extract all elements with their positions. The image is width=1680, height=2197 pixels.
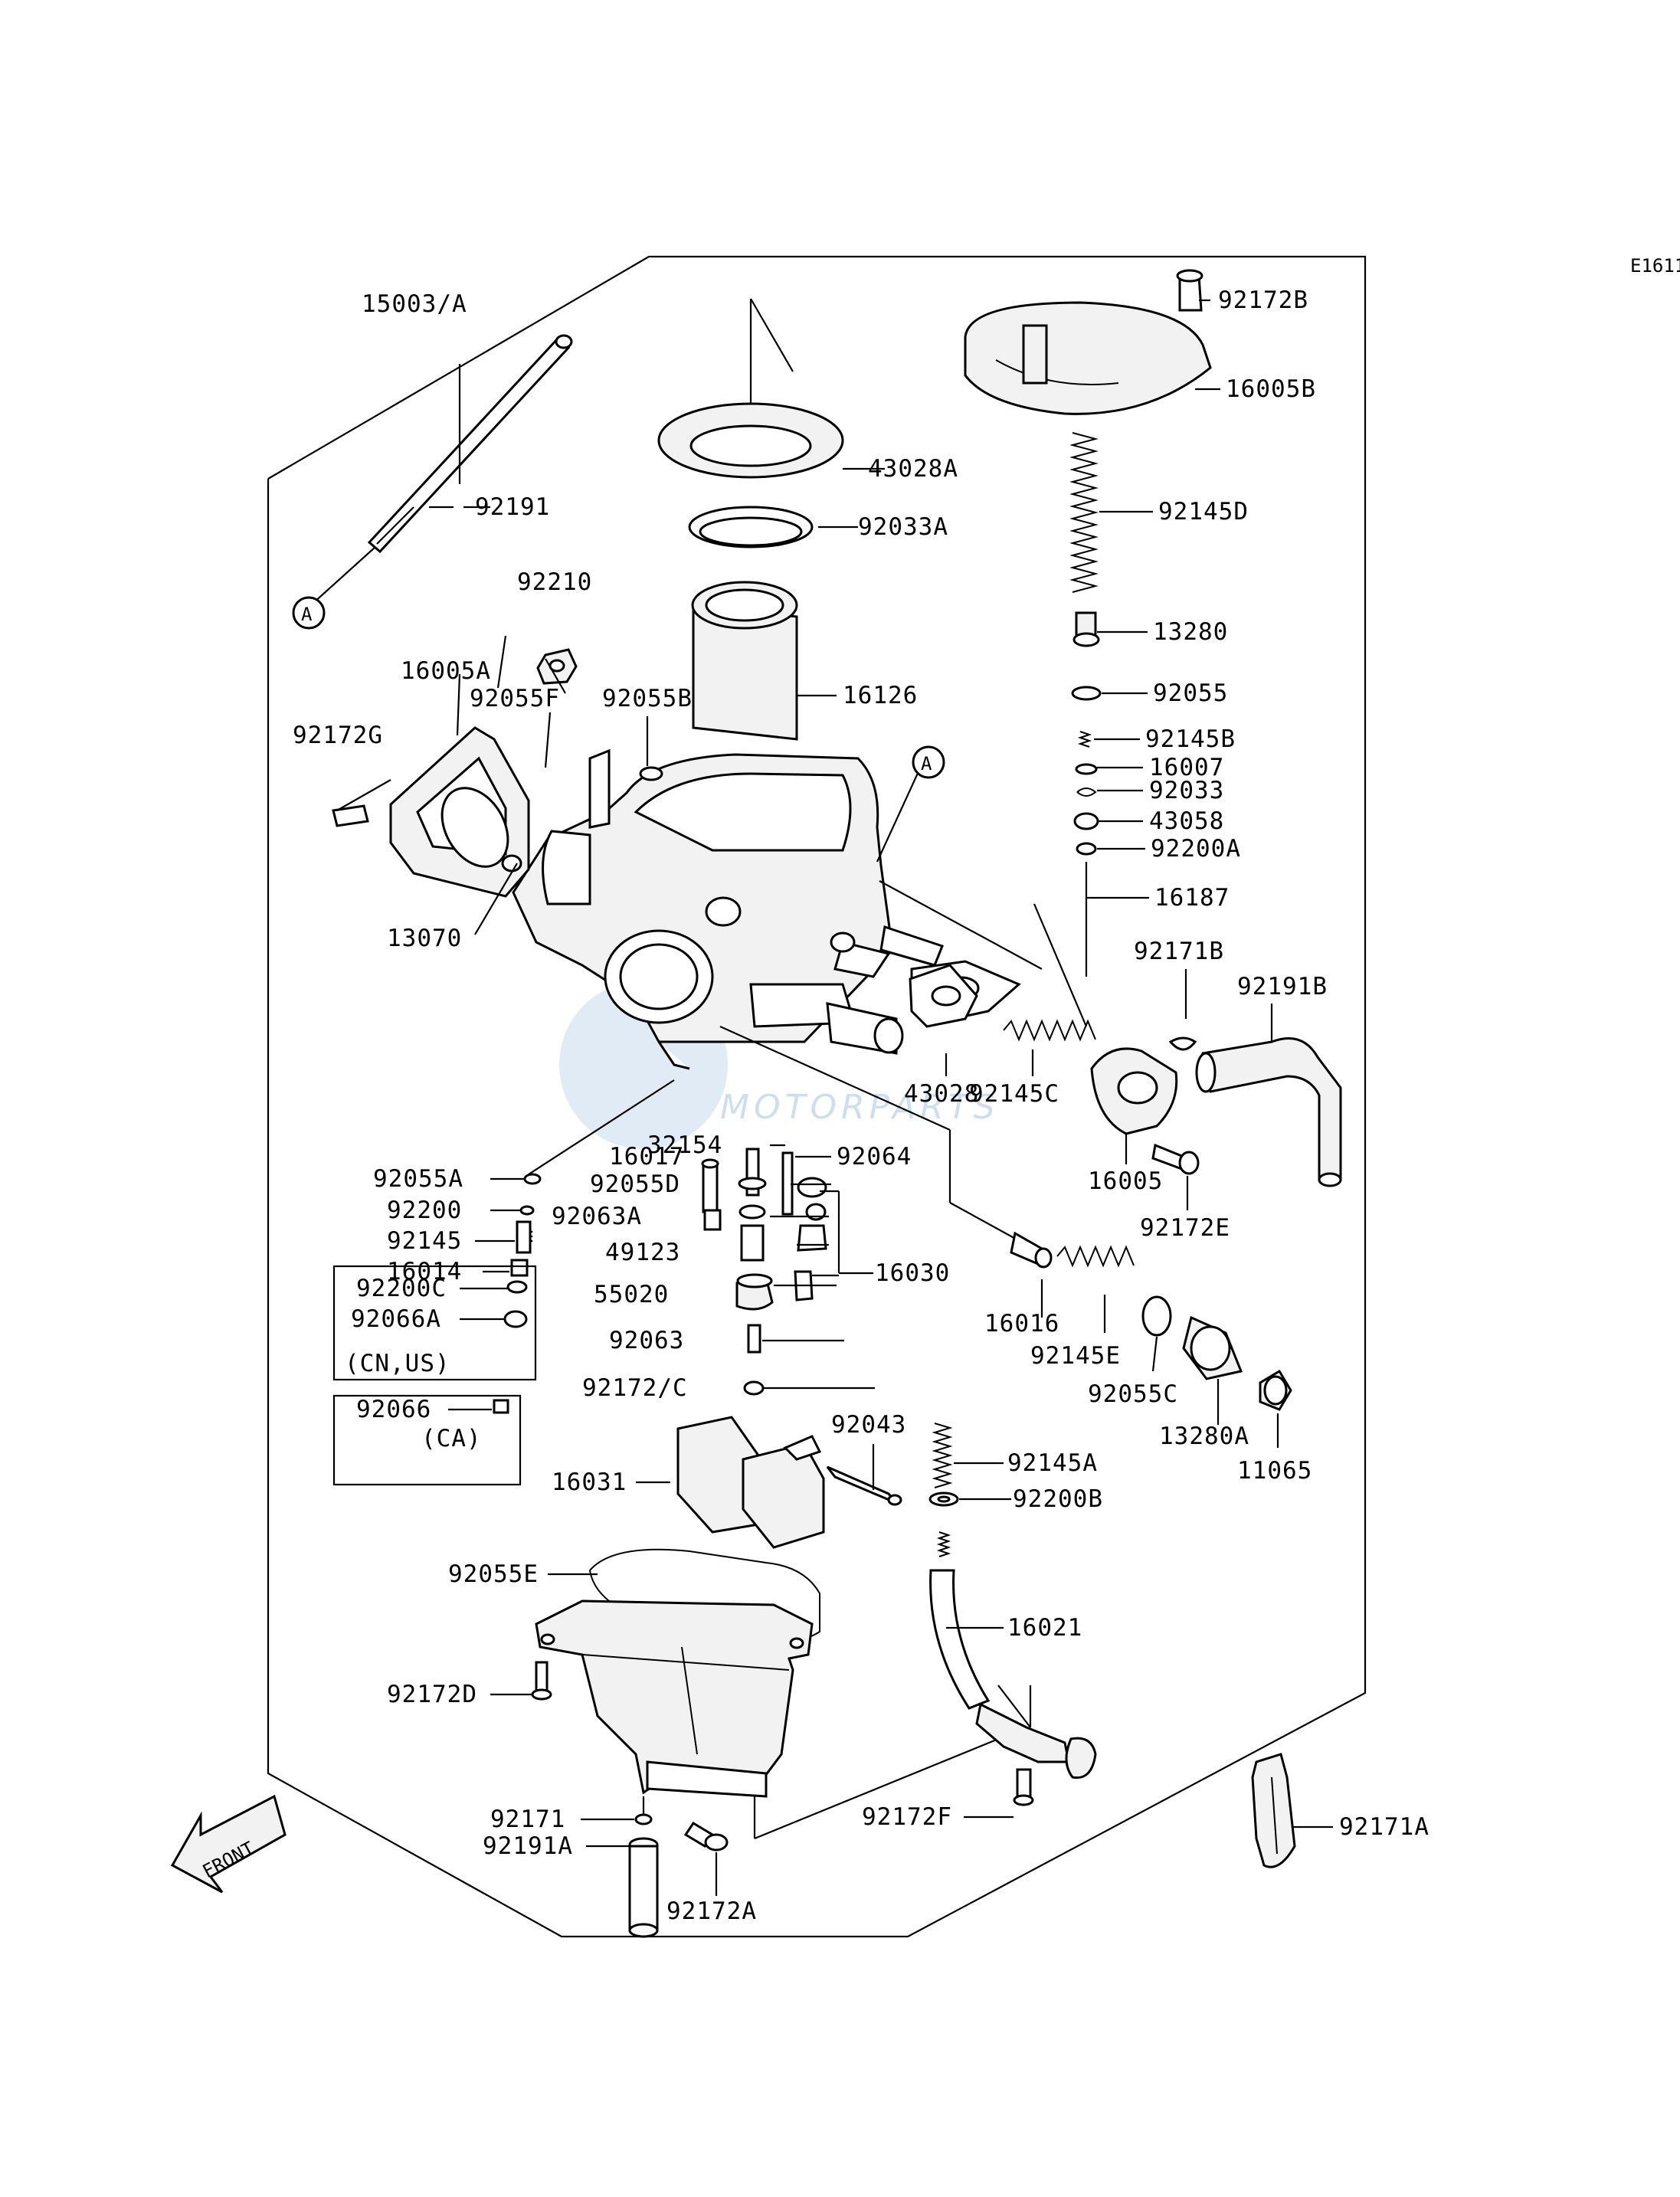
label-92171b: 92171B [1134, 938, 1224, 965]
label-43058: 43058 [1149, 807, 1224, 835]
pilot-screw-assembly [1010, 1231, 1292, 1411]
label-92064: 92064 [837, 1143, 912, 1171]
drain-parts [628, 1726, 1027, 1938]
label-16014: 16014 [387, 1258, 462, 1285]
screw-92172d [531, 1661, 552, 1701]
label-92063: 92063 [609, 1327, 684, 1354]
ref-marker-a-left [292, 596, 326, 630]
left-small-parts [510, 1079, 675, 1277]
carburetor-body [512, 748, 1021, 1070]
ref-marker-a-carb [912, 745, 945, 779]
spring-92145d [1069, 432, 1099, 593]
label-92043: 92043 [831, 1411, 906, 1439]
diagram-code: E1611 [1630, 255, 1680, 277]
label-92172b: 92172B [1218, 286, 1308, 314]
label-32154: 32154 [647, 1131, 722, 1159]
label-92033a: 92033A [858, 513, 948, 541]
label-43028: 43028 [904, 1080, 979, 1108]
ref-marker-a-left-text: A [301, 604, 313, 625]
label-16031: 16031 [552, 1468, 627, 1496]
label-49123: 49123 [605, 1239, 680, 1266]
label-92033: 92033 [1149, 777, 1224, 804]
note-box-cn-us: (CN,US) [332, 1265, 537, 1381]
rod-92191: A [292, 334, 573, 630]
label-92055: 92055 [1153, 679, 1228, 707]
label-13070: 13070 [387, 925, 462, 952]
leader-lines [336, 299, 1333, 1896]
float-assembly [676, 1416, 902, 1549]
label-92200a: 92200A [1151, 835, 1241, 863]
label-16030: 16030 [875, 1259, 950, 1287]
label-92145e: 92145E [1030, 1342, 1121, 1370]
label-16007: 16007 [1149, 754, 1224, 781]
label-92200c: 92200C [356, 1275, 447, 1302]
label-92055a: 92055A [373, 1165, 463, 1193]
label-92191b: 92191B [1237, 973, 1328, 1000]
label-16126: 16126 [843, 682, 918, 709]
label-92055f: 92055F [470, 685, 560, 712]
label-16017: 16017 [609, 1143, 684, 1171]
part-labels: 15003/A 92191 92210 16005A 92055F 92055B… [293, 286, 1429, 1925]
label-92191a: 92191A [483, 1832, 573, 1860]
front-arrow: FRONT [170, 1794, 287, 1894]
label-92063a: 92063A [552, 1203, 642, 1230]
label-13280: 13280 [1153, 618, 1228, 646]
note-cn-us: (CN,US) [345, 1350, 450, 1377]
diaphragm-stack [657, 298, 844, 741]
float-bowl [535, 1548, 820, 1798]
label-92191: 92191 [475, 493, 550, 521]
label-16187: 16187 [1154, 884, 1230, 912]
watermark-text: MOTORPARTS [720, 1088, 1000, 1127]
label-92055e: 92055E [448, 1560, 539, 1588]
label-92145: 92145 [387, 1227, 462, 1255]
label-92172e: 92172E [1140, 1214, 1230, 1242]
label-92172c: 92172/C [582, 1374, 688, 1402]
label-92210: 92210 [517, 568, 592, 596]
clip-92171a [1251, 1753, 1296, 1868]
label-92172d: 92172D [387, 1681, 477, 1708]
nut-92210 [536, 648, 578, 685]
label-15003a: 15003/A [362, 290, 467, 318]
label-92172a: 92172A [666, 1897, 757, 1925]
frame-outline [267, 255, 1367, 1938]
label-92171: 92171 [490, 1806, 565, 1833]
label-92171a: 92171A [1339, 1813, 1429, 1841]
label-92145b: 92145B [1145, 725, 1236, 753]
right-cover-assembly [1003, 1019, 1342, 1187]
label-92145d: 92145D [1158, 498, 1249, 526]
ref-marker-a-carb-text: A [921, 753, 932, 774]
label-11065: 11065 [1237, 1457, 1312, 1485]
label-43028a: 43028A [868, 455, 958, 483]
label-92200b: 92200B [1013, 1485, 1103, 1513]
label-92172f: 92172F [862, 1803, 952, 1831]
note-ca: (CA) [421, 1425, 482, 1452]
label-92172g: 92172G [293, 722, 383, 749]
note-box-ca: (CA) [332, 1394, 522, 1486]
label-92200: 92200 [387, 1197, 462, 1224]
label-16005b: 16005B [1226, 375, 1316, 403]
label-55020: 55020 [594, 1281, 669, 1308]
label-92145c: 92145C [969, 1080, 1059, 1108]
oring-92055b [639, 766, 663, 781]
label-92066a: 92066A [351, 1305, 441, 1333]
choke-cable-assembly [928, 1423, 1097, 1806]
intake-flange-16005a [332, 726, 530, 898]
label-16016: 16016 [984, 1310, 1059, 1338]
label-16021: 16021 [1007, 1614, 1082, 1642]
top-cap-assembly [964, 269, 1212, 977]
label-92055b: 92055B [602, 685, 693, 712]
label-16005a: 16005A [401, 657, 491, 685]
label-92055d: 92055D [590, 1171, 680, 1198]
center-jets [701, 1148, 827, 1396]
label-13280a: 13280A [1159, 1423, 1249, 1450]
label-16005: 16005 [1088, 1167, 1163, 1195]
label-92055c: 92055C [1088, 1380, 1178, 1408]
label-92145a: 92145A [1007, 1449, 1098, 1477]
label-92066: 92066 [356, 1396, 431, 1423]
